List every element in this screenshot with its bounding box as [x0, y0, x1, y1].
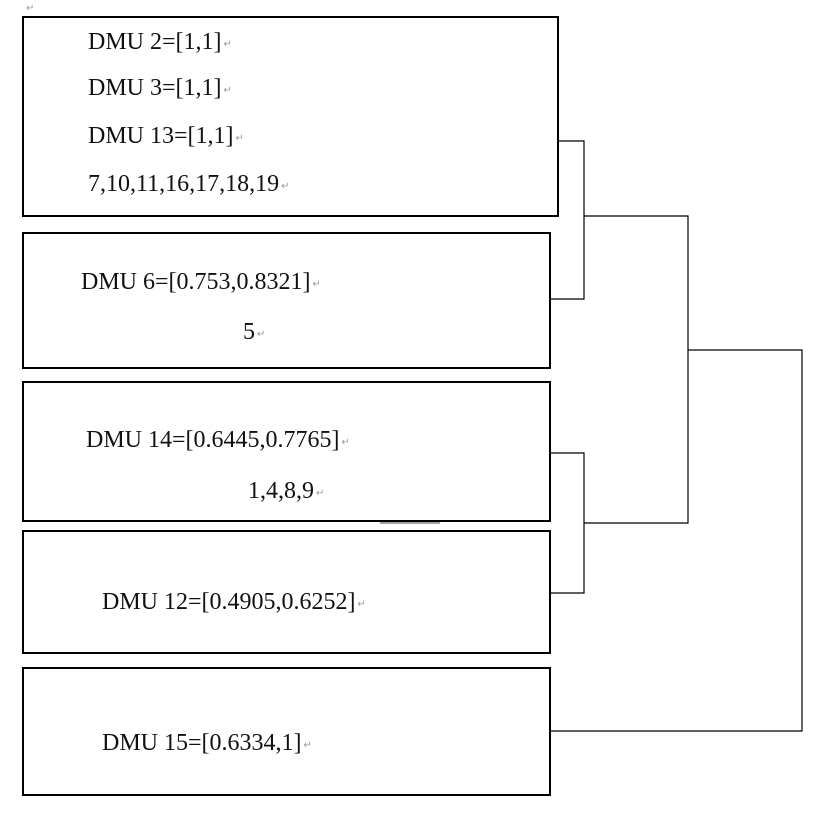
connector-root: [551, 349, 803, 732]
cluster-1-line-4: 7,10,11,16,17,18,19↵: [88, 171, 290, 197]
cluster-box-2: DMU 6=[0.753,0.8321]↵ 5↵: [22, 232, 551, 369]
cluster-1-line-2: DMU 3=[1,1]↵: [88, 75, 232, 101]
cluster-1-line-3: DMU 13=[1,1]↵: [88, 123, 244, 149]
cluster-3-line-2: 1,4,8,9↵: [248, 478, 325, 504]
cluster-2-line-2: 5↵: [243, 319, 266, 345]
cluster-box-1: DMU 2=[1,1]↵ DMU 3=[1,1]↵ DMU 13=[1,1]↵ …: [22, 16, 559, 217]
cluster-5-line-1: DMU 15=[0.6334,1]↵: [102, 730, 312, 756]
cluster-box-3: DMU 14=[0.6445,0.7765]↵ 1,4,8,9↵: [22, 381, 551, 522]
cluster-2-line-1: DMU 6=[0.753,0.8321]↵: [81, 269, 321, 295]
cluster-box-5: DMU 15=[0.6334,1]↵: [22, 667, 551, 796]
connector-upper-lower: [584, 215, 689, 524]
cluster-3-line-1: DMU 14=[0.6445,0.7765]↵: [86, 427, 350, 453]
paragraph-mark: ↵: [26, 3, 35, 14]
cluster-1-line-1: DMU 2=[1,1]↵: [88, 29, 232, 55]
connector-box1-box2: [551, 140, 585, 300]
cluster-4-line-1: DMU 12=[0.4905,0.6252]↵: [102, 589, 366, 615]
connector-box3-box4: [551, 452, 585, 594]
cluster-box-4: DMU 12=[0.4905,0.6252]↵: [22, 530, 551, 654]
